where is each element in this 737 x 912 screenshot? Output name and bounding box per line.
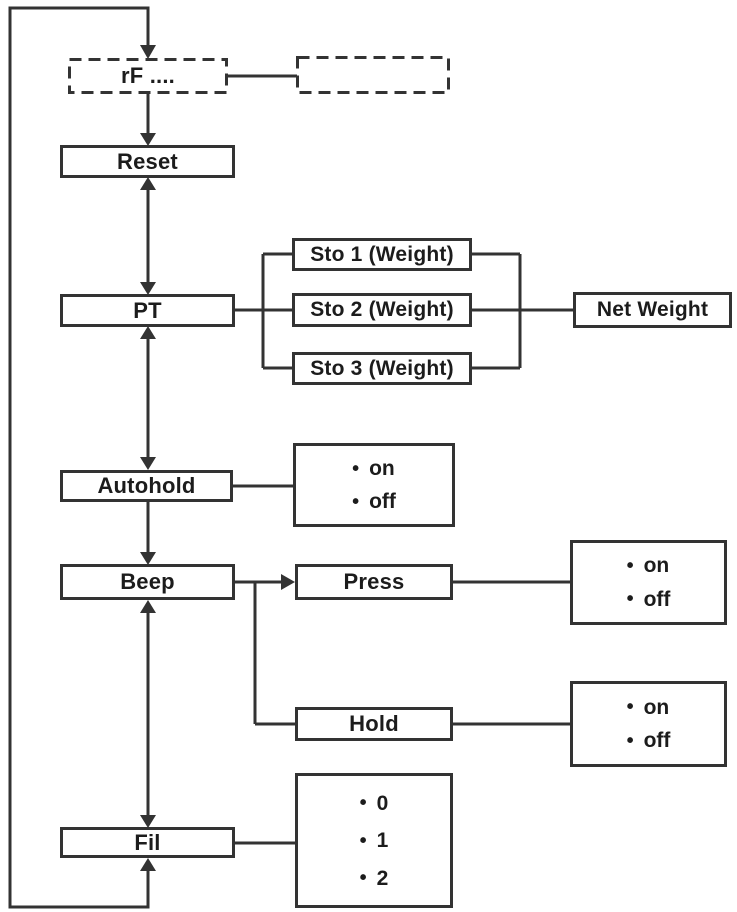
node-rf-label: rF .... [121, 63, 175, 88]
node-fil-options: • 0 • 1 • 2 [295, 773, 453, 908]
arrow-down-reset [140, 133, 156, 146]
node-autohold: Autohold [60, 470, 233, 502]
arrow-down-fil [140, 815, 156, 828]
node-press-options: • on • off [570, 540, 727, 625]
arrow-down-rf [140, 45, 156, 59]
option-1: • 1 [359, 829, 389, 852]
node-reset-label: Reset [117, 148, 178, 174]
node-sto2: Sto 2 (Weight) [292, 293, 472, 327]
node-fil-label: Fil [134, 829, 161, 855]
node-hold-label: Hold [349, 711, 399, 736]
option-on: • on [626, 554, 670, 578]
option-on: • on [626, 695, 670, 719]
node-hold: Hold [295, 707, 453, 741]
node-sto3: Sto 3 (Weight) [292, 352, 472, 385]
node-autohold-label: Autohold [97, 473, 196, 498]
arrow-up-beep [140, 600, 156, 613]
arrow-down-beep [140, 552, 156, 565]
bullet-icon: • [352, 490, 360, 513]
arrow-up-pt [140, 326, 156, 339]
arrow-down-autohold [140, 457, 156, 470]
option-off: • off [352, 490, 396, 513]
node-reset: Reset [60, 145, 235, 178]
bullet-icon: • [352, 457, 360, 480]
option-off: • off [626, 587, 671, 611]
arrow-up-reset [140, 177, 156, 190]
option-0: • 0 [359, 791, 389, 815]
option-on: • on [352, 457, 395, 480]
node-empty-dashed [296, 56, 450, 94]
node-beep-label: Beep [120, 569, 175, 594]
node-press-label: Press [343, 569, 405, 594]
node-sto3-label: Sto 3 (Weight) [310, 356, 454, 380]
rf-dashed-outline [68, 58, 228, 94]
node-net-weight: Net Weight [573, 292, 732, 328]
node-pt-label: PT [133, 297, 162, 323]
bullet-icon: • [626, 729, 634, 752]
node-autohold-options: • on • off [293, 443, 455, 527]
bullet-icon: • [626, 696, 634, 719]
option-2: • 2 [359, 866, 389, 890]
node-net-weight-label: Net Weight [596, 298, 709, 321]
empty-dashed-outline [296, 56, 450, 94]
options-list: • on • off [352, 446, 396, 524]
node-rf: rF .... [68, 58, 228, 94]
bullet-icon: • [626, 588, 634, 611]
option-off: • off [626, 729, 671, 753]
loop-line [8, 6, 150, 909]
options-list: • 0 • 1 • 2 [360, 776, 389, 905]
options-list: • on • off [627, 684, 671, 764]
arrow-right-press [281, 574, 295, 590]
node-beep: Beep [60, 564, 235, 600]
node-pt: PT [60, 294, 235, 327]
node-sto2-label: Sto 2 (Weight) [310, 298, 454, 321]
node-sto1-label: Sto 1 (Weight) [310, 242, 454, 266]
bullet-icon: • [359, 829, 367, 852]
node-sto1: Sto 1 (Weight) [292, 238, 472, 271]
arrow-down-pt [140, 282, 156, 295]
bullet-icon: • [359, 792, 367, 814]
arrow-up-fil [140, 858, 156, 871]
node-press: Press [295, 564, 453, 600]
bullet-icon: • [626, 554, 634, 577]
options-list: • on • off [627, 543, 671, 622]
node-fil: Fil [60, 827, 235, 858]
node-hold-options: • on • off [570, 681, 727, 767]
bullet-icon: • [359, 867, 367, 889]
